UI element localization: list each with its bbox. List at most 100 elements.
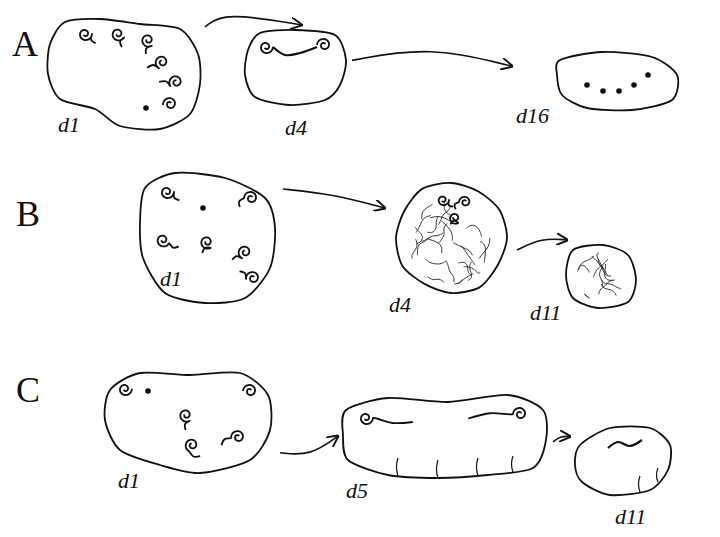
tubule-spiral (80, 30, 96, 43)
tubule-spiral (439, 197, 454, 207)
tubule-spiral (113, 30, 124, 47)
tubule-spiral (232, 247, 249, 260)
tubule-spiral (221, 431, 242, 445)
tubule-spiral (142, 35, 151, 54)
dot-mark (600, 88, 606, 94)
degenerate-tubule (466, 225, 481, 236)
dot-mark (143, 105, 149, 111)
progression-arrow (553, 436, 570, 441)
degenerate-tubule (600, 265, 604, 286)
progression-arrow (517, 239, 567, 250)
degenerate-tubule (597, 253, 604, 268)
degenerate-tubule (584, 294, 590, 298)
tubule-spiral (454, 197, 469, 209)
dot-mark (616, 88, 622, 94)
explant-drawing (135, 168, 283, 308)
degenerate-tubule (464, 267, 481, 274)
fold-line (512, 456, 514, 472)
explant-drawing (338, 390, 553, 505)
tubule-segment (608, 440, 642, 448)
degenerate-tubule (415, 227, 422, 244)
fold-line (477, 458, 479, 476)
degenerate-tubule (598, 259, 611, 276)
row-letter: C (16, 372, 40, 408)
tubule-spiral (163, 98, 175, 108)
row-letter: B (16, 196, 40, 232)
dot-mark (631, 82, 637, 88)
explant-outline: d4 (240, 25, 352, 143)
degenerate-tubule (412, 239, 417, 258)
day-label: d11 (530, 302, 561, 324)
tubule-spiral (261, 43, 273, 53)
explant-outline: d1 (100, 365, 280, 500)
explant-outline-path (396, 183, 507, 293)
explant-outline: d4 (385, 180, 517, 320)
progression-arrow (283, 189, 385, 208)
explant-outline: d5 (338, 390, 553, 505)
degenerate-tubule (439, 206, 451, 225)
day-label: d4 (285, 117, 307, 139)
explant-outline-path (556, 52, 678, 110)
degenerate-tubule (599, 280, 615, 294)
degenerate-tubule (578, 256, 594, 269)
tubule-spiral (147, 57, 166, 69)
explant-outline: d1 (40, 14, 205, 142)
fold-line (657, 468, 659, 482)
tubule-spiral (240, 271, 258, 282)
tubule-spiral (201, 237, 210, 253)
fold-line (397, 458, 399, 476)
fold-line (639, 476, 641, 492)
degenerate-tubule (458, 262, 471, 275)
explant-outline-path (140, 173, 275, 304)
tubule-spiral (468, 408, 525, 419)
day-label: d1 (118, 470, 140, 492)
day-label: d11 (615, 506, 646, 528)
tubule-spiral (317, 39, 329, 49)
day-label: d16 (516, 105, 549, 127)
day-label: d4 (389, 294, 411, 316)
fold-line (437, 460, 439, 478)
progression-arrow (352, 52, 512, 67)
explant-outline-path (575, 426, 671, 495)
degenerate-tubule (458, 274, 473, 284)
progression-arrow (280, 436, 338, 454)
explant-outline-path (245, 30, 346, 105)
tubule-spiral (120, 385, 132, 395)
degenerate-tubule (425, 259, 446, 264)
tubule-spiral (159, 76, 180, 86)
degenerate-tubule (417, 237, 428, 254)
degenerate-tubule (480, 241, 485, 262)
tubule-spiral (180, 410, 189, 430)
explant-outline: d11 (570, 420, 678, 530)
tubule-spiral (186, 440, 200, 457)
explant-outline: d16 (512, 45, 684, 130)
degenerate-tubule (416, 216, 431, 233)
degenerate-tubule (468, 262, 472, 281)
day-label: d5 (346, 480, 368, 502)
tubule-segment (273, 47, 317, 55)
degenerate-tubule (601, 280, 621, 289)
degenerate-tubule (427, 238, 442, 253)
tubule-spiral (158, 236, 179, 248)
dot-mark (145, 388, 151, 394)
dot-mark (584, 82, 590, 88)
tubule-spiral (162, 188, 179, 200)
degenerate-tubule (479, 238, 490, 259)
degenerate-tubule (441, 221, 452, 241)
explant-outline: d11 (528, 240, 640, 328)
explant-outline-path (105, 372, 272, 473)
degenerate-tubule (593, 259, 607, 277)
day-label: d1 (58, 114, 80, 136)
degenerate-tubule (427, 217, 438, 233)
explant-outline-path (47, 19, 200, 130)
tubule-spiral (243, 385, 255, 395)
explant-outline-path (566, 245, 636, 308)
day-label: d1 (160, 268, 182, 290)
tubule-spiral (239, 192, 256, 207)
degenerate-tubule (446, 261, 454, 282)
degenerate-tubule (453, 243, 472, 256)
explant-outline-path (342, 395, 547, 478)
explant-outline: d1 (135, 168, 283, 308)
degenerate-tubule (427, 277, 444, 283)
